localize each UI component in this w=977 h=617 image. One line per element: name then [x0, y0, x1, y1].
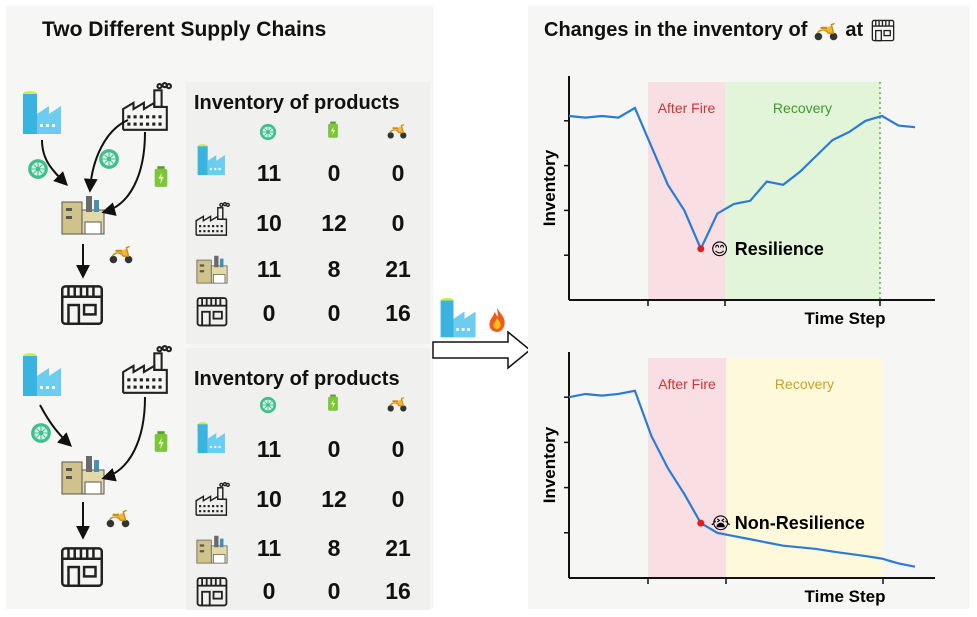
table-cell: 21	[385, 535, 411, 561]
table-cell: 12	[321, 486, 347, 512]
flow-arrow	[101, 396, 146, 482]
phase-after-fire	[648, 82, 725, 300]
inventory-series	[568, 389, 916, 568]
flow-arrow	[41, 139, 68, 186]
table-heading: Inventory of products	[194, 92, 400, 114]
table-cell: 16	[385, 300, 411, 326]
table-cell: 10	[256, 210, 282, 236]
table-heading: Inventory of products	[194, 368, 400, 390]
table-cell: 11	[256, 436, 282, 462]
transition-arrow	[432, 330, 532, 370]
x-axis-label: Time Step	[805, 587, 886, 606]
table-cell: 16	[385, 578, 411, 604]
phase-recovery	[726, 358, 883, 578]
phase-label: After Fire	[658, 100, 716, 116]
table-cell: 0	[391, 210, 405, 236]
table-cell: 11	[256, 535, 282, 561]
table-cell: 10	[256, 486, 282, 512]
right-title-mid: at	[845, 18, 864, 41]
table-cell: 0	[327, 160, 341, 186]
flow-arrow	[101, 131, 146, 216]
table-cell: 0	[262, 578, 276, 604]
flow-arrow	[39, 404, 73, 447]
y-axis-label: Inventory	[540, 426, 559, 503]
table-cell: 11	[256, 160, 282, 186]
annotation-label: Resilience	[735, 239, 824, 259]
annotation-label: Non-Resilience	[735, 513, 865, 533]
table-cell: 12	[321, 210, 347, 236]
table-cell: 0	[327, 578, 341, 604]
inventory-series	[568, 106, 916, 252]
annotation-emoji: 😭	[711, 514, 731, 533]
phase-label: After Fire	[658, 376, 716, 392]
event-point	[697, 519, 705, 527]
flow-arrow	[83, 119, 129, 193]
x-axis-label: Time Step	[805, 309, 886, 328]
table-cell: 0	[391, 436, 405, 462]
table-cell: 0	[262, 300, 276, 326]
left-title: Two Different Supply Chains	[42, 18, 327, 41]
table-cell: 0	[327, 436, 341, 462]
table-cell: 0	[327, 300, 341, 326]
right-title-prefix: Changes in the inventory of	[544, 18, 808, 41]
table-cell: 0	[391, 486, 405, 512]
phase-recovery	[725, 82, 880, 300]
table-cell: 8	[327, 256, 341, 282]
table-cell: 8	[327, 535, 341, 561]
right-title: Changes in the inventory of at	[544, 16, 897, 44]
inventory-table-2	[186, 348, 430, 610]
y-axis-label: Inventory	[540, 149, 559, 226]
phase-label: Recovery	[775, 376, 834, 392]
table-cell: 0	[391, 160, 405, 186]
annotation-emoji: 😊	[711, 240, 729, 259]
event-point	[697, 245, 705, 253]
table-cell: 21	[385, 256, 411, 282]
table-cell: 11	[256, 256, 282, 282]
phase-label: Recovery	[773, 100, 832, 116]
phase-after-fire	[648, 358, 726, 578]
